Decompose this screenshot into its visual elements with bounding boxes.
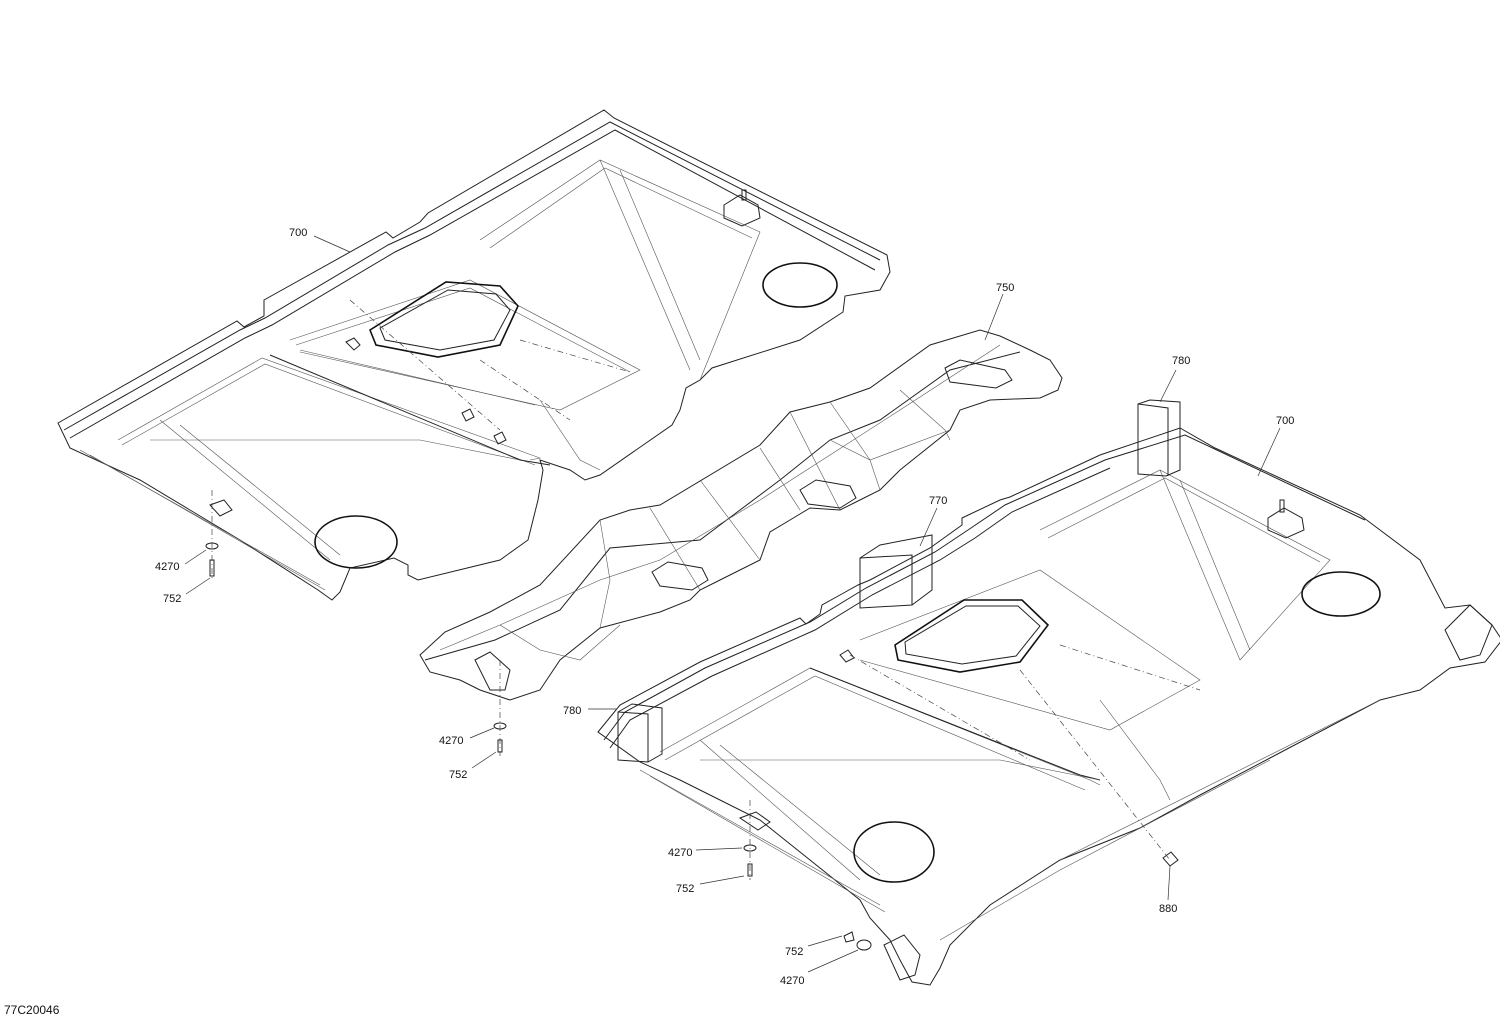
callout-770: 770 [929, 495, 947, 507]
callout-4270-center: 4270 [439, 735, 463, 747]
callout-labels: 700 4270 752 750 4270 752 780 770 700 78… [155, 227, 1294, 987]
callout-4270-right: 4270 [668, 847, 692, 859]
callout-752-center: 752 [449, 769, 467, 781]
centerlines [211, 299, 1201, 880]
callout-780-top: 780 [1172, 355, 1190, 367]
callout-750: 750 [996, 282, 1014, 294]
right-floor-panel [597, 399, 1500, 986]
callout-700-right: 700 [1276, 415, 1294, 427]
fasteners [205, 189, 1285, 951]
left-floor-panel [57, 109, 891, 601]
callout-4270-bottom: 4270 [780, 975, 804, 987]
leader-lines [184, 235, 1281, 973]
callout-752-right: 752 [676, 883, 694, 895]
callout-4270-left: 4270 [155, 561, 179, 573]
callout-780-left: 780 [563, 705, 581, 717]
center-console-panel [419, 329, 1063, 701]
callout-880: 880 [1159, 903, 1177, 915]
callout-700-left: 700 [289, 227, 307, 239]
callout-752-bottom: 752 [785, 946, 803, 958]
drawing-code: 77C20046 [4, 1003, 60, 1017]
callout-752-left: 752 [163, 593, 181, 605]
